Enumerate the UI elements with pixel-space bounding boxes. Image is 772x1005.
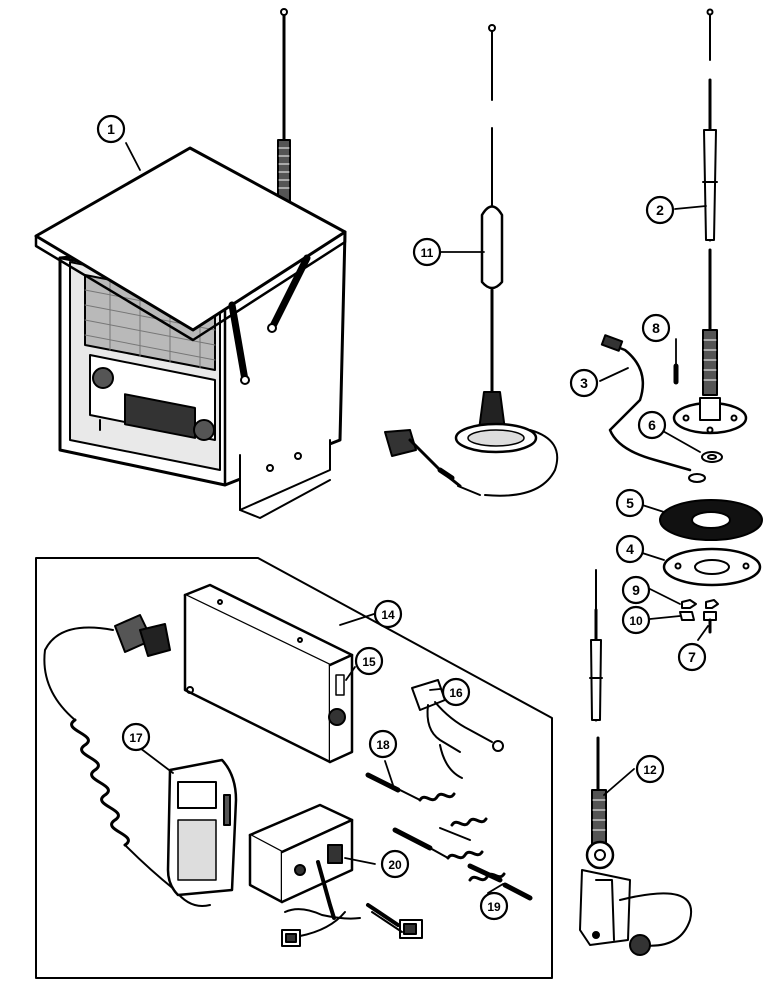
callout-number: 6 — [648, 417, 656, 433]
callout-circle — [479, 891, 509, 921]
callout-2: 2 — [645, 195, 675, 225]
hand-microphone — [166, 758, 238, 897]
junction-box — [248, 803, 354, 920]
roof-mount-antenna — [600, 8, 748, 483]
callout-number: 16 — [449, 686, 463, 700]
callout-15: 15 — [354, 646, 384, 676]
callout-circle — [677, 642, 707, 672]
callout-number: 18 — [376, 738, 390, 752]
callout-20: 20 — [380, 849, 410, 879]
callout-circle — [121, 722, 151, 752]
callout-7: 7 — [677, 642, 707, 672]
callout-8: 8 — [641, 313, 671, 343]
callout-circle — [615, 534, 645, 564]
callout-circle — [354, 646, 384, 676]
callout-circle — [621, 605, 651, 635]
callout-19: 19 — [479, 891, 509, 921]
power-plug — [411, 679, 504, 779]
cb-kit-outline — [35, 557, 553, 979]
callout-number: 5 — [626, 495, 634, 511]
mounting-plate — [662, 547, 762, 587]
callout-circle — [569, 368, 599, 398]
mirror-mount-antenna — [579, 569, 693, 956]
radio-housing-assembly — [34, 8, 347, 519]
callout-16: 16 — [441, 677, 471, 707]
callout-number: 1 — [107, 121, 115, 137]
callout-number: 19 — [487, 900, 501, 914]
callout-number: 9 — [632, 582, 640, 598]
callout-number: 2 — [656, 202, 664, 218]
callout-number: 20 — [388, 858, 402, 872]
callout-1: 1 — [96, 114, 126, 144]
callout-12: 12 — [635, 754, 665, 784]
callout-number: 7 — [688, 649, 696, 665]
callout-circle — [637, 410, 667, 440]
callout-circle — [641, 313, 671, 343]
callout-4: 4 — [615, 534, 645, 564]
callout-number: 17 — [129, 731, 143, 745]
callout-circle — [373, 599, 403, 629]
callout-3: 3 — [569, 368, 599, 398]
callout-number: 12 — [643, 763, 657, 777]
rubber-gasket — [659, 499, 763, 541]
callout-circle — [380, 849, 410, 879]
callout-circle — [368, 729, 398, 759]
callout-circle — [635, 754, 665, 784]
callout-18: 18 — [368, 729, 398, 759]
callout-9: 9 — [621, 575, 651, 605]
leader-lines — [125, 142, 709, 894]
callout-number: 11 — [421, 246, 434, 260]
callout-6: 6 — [637, 410, 667, 440]
magnetic-antenna — [384, 24, 559, 497]
callout-circle — [621, 575, 651, 605]
callout-number: 10 — [629, 614, 643, 628]
wiring-connectors — [281, 903, 423, 947]
microphone-coiled-cord — [43, 614, 211, 907]
callout-circle — [615, 488, 645, 518]
callout-5: 5 — [615, 488, 645, 518]
callout-11: 11 — [412, 237, 442, 267]
callout-14: 14 — [373, 599, 403, 629]
nuts-and-screws — [679, 599, 719, 634]
callout-number: 8 — [652, 320, 660, 336]
cb-transceiver — [183, 583, 354, 764]
callout-circle — [645, 195, 675, 225]
callout-number: 3 — [580, 375, 588, 391]
inline-fuse-holders — [365, 772, 533, 901]
callout-circle — [412, 237, 442, 267]
callout-number: 14 — [381, 608, 395, 622]
callout-10: 10 — [621, 605, 651, 635]
callout-circle — [441, 677, 471, 707]
callout-circle — [96, 114, 126, 144]
callout-number: 4 — [626, 541, 634, 557]
callout-17: 17 — [121, 722, 151, 752]
callout-number: 15 — [362, 655, 376, 669]
